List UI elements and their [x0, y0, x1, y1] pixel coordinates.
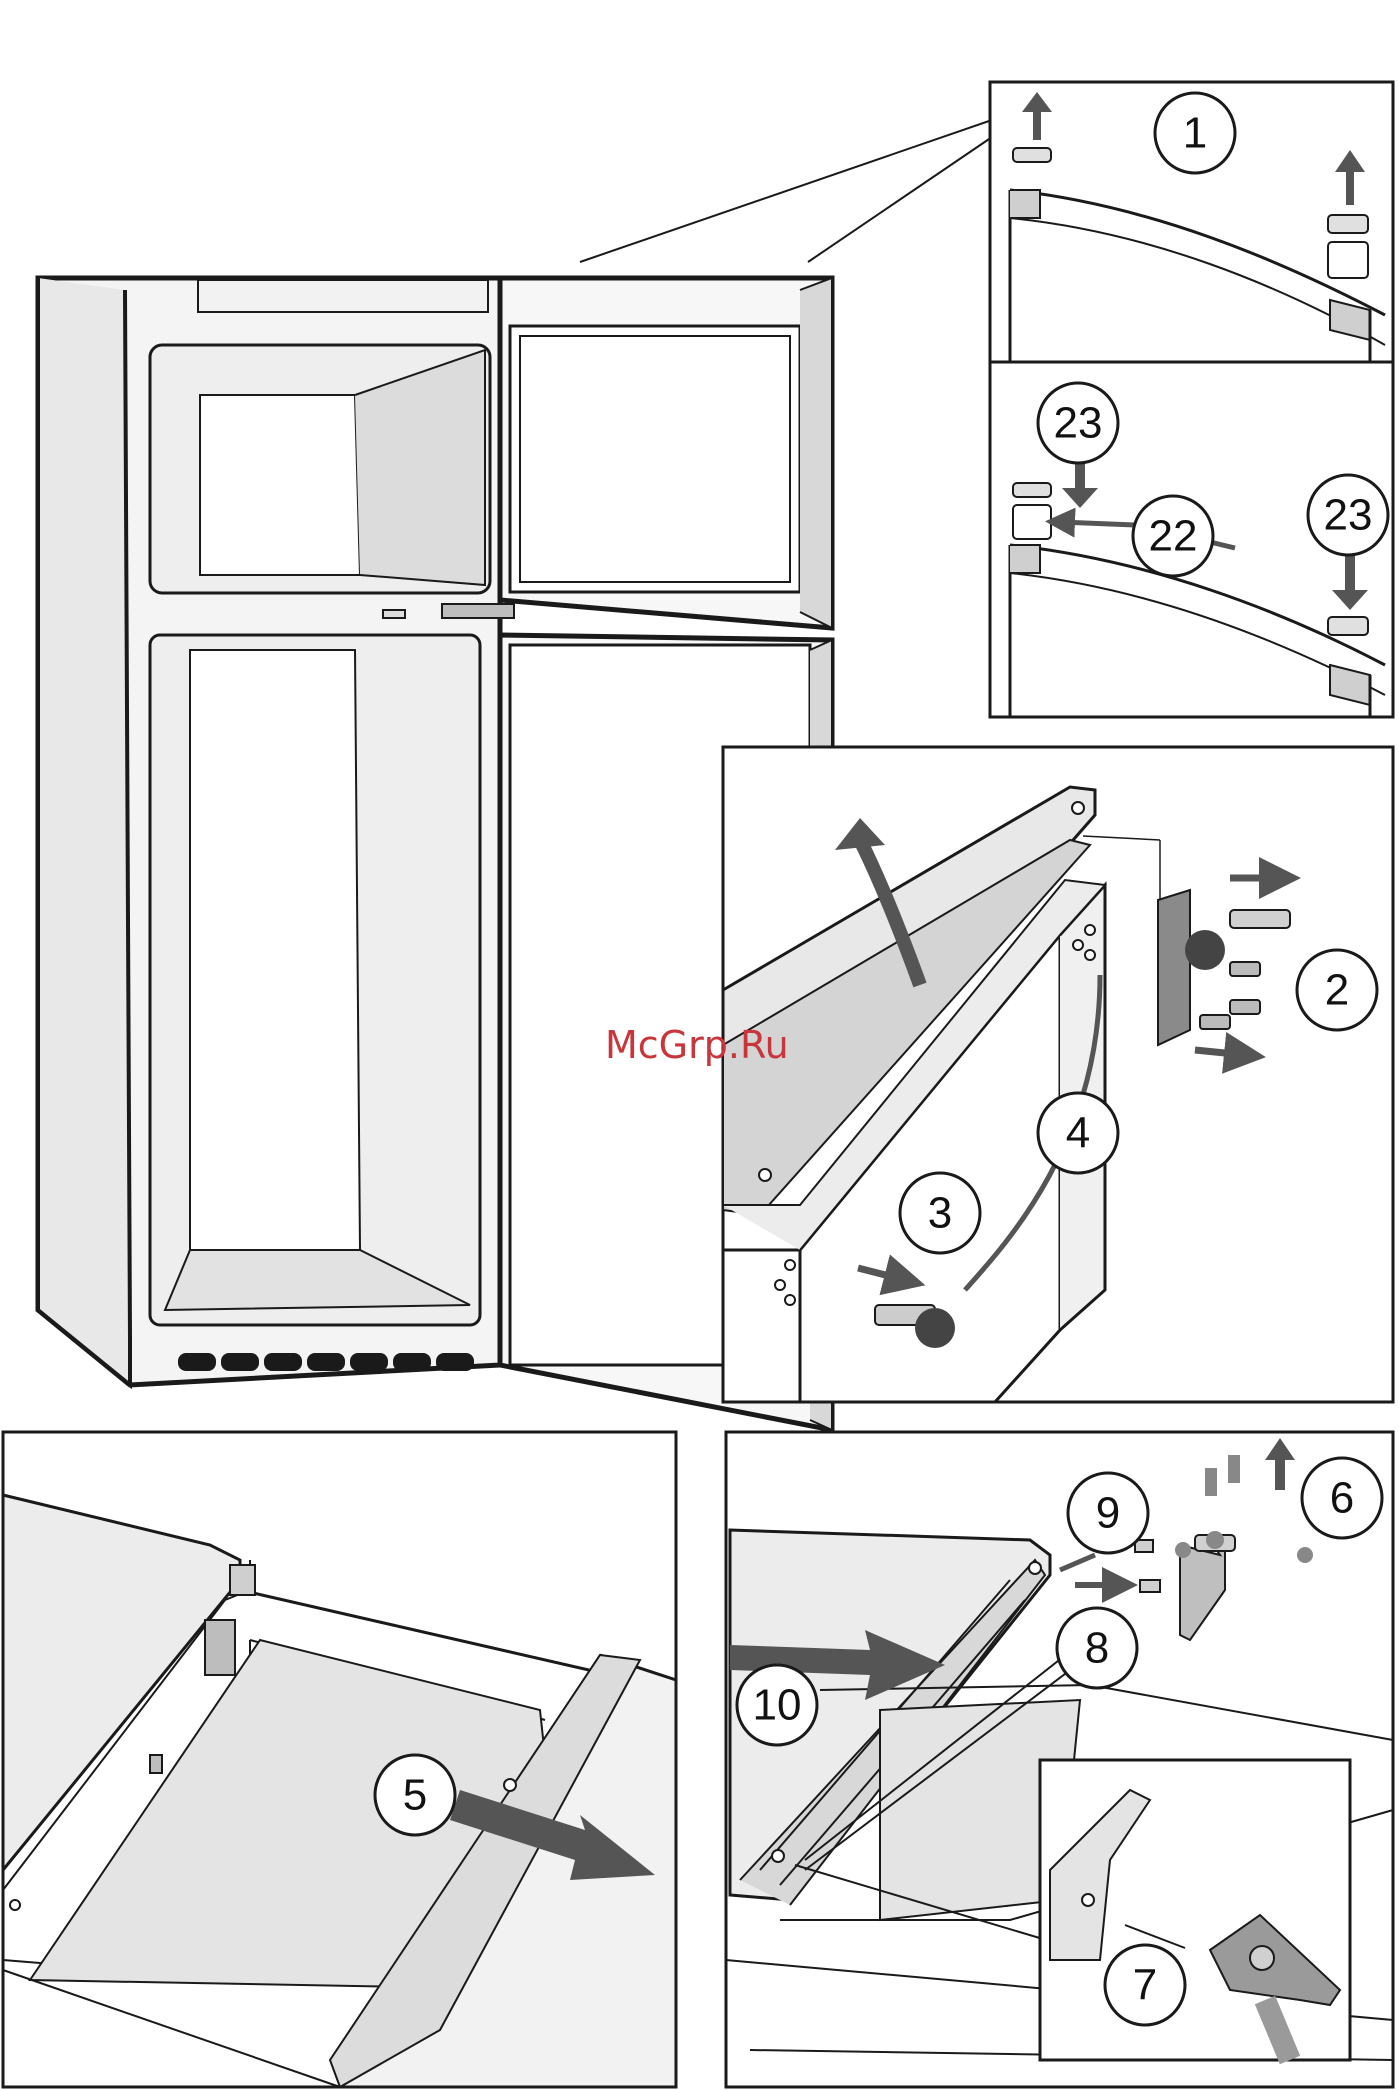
callout-22: 22 [1133, 496, 1213, 576]
callout-label: 1 [1183, 109, 1207, 158]
panel-step-2-3-4 [723, 747, 1393, 1402]
callout-4: 4 [1038, 1093, 1118, 1173]
callout-label: 9 [1096, 1489, 1120, 1538]
callout-label: 4 [1066, 1109, 1090, 1158]
callout-5: 5 [375, 1755, 455, 1835]
callout-label: 8 [1085, 1624, 1109, 1673]
panel-step-6-10 [726, 1432, 1393, 2087]
callout-1: 1 [1155, 93, 1235, 173]
callout-7: 7 [1105, 1945, 1185, 2025]
callout-2: 2 [1297, 950, 1377, 1030]
callout-label: 2 [1325, 966, 1349, 1015]
callout-3: 3 [900, 1173, 980, 1253]
callout-label: 22 [1149, 512, 1198, 561]
callout-6: 6 [1302, 1458, 1382, 1538]
watermark-text: McGrp.Ru [605, 1023, 789, 1067]
panel-step-5 [3, 1432, 676, 2087]
callout-label: 5 [403, 1771, 427, 1820]
callout-label: 23 [1324, 491, 1373, 540]
callout-23-left: 23 [1038, 383, 1118, 463]
callout-label: 10 [753, 1681, 802, 1730]
callout-label: 3 [928, 1189, 952, 1238]
callout-label: 7 [1133, 1961, 1157, 2010]
callout-9: 9 [1068, 1473, 1148, 1553]
callout-label: 23 [1054, 399, 1103, 448]
callout-label: 6 [1330, 1474, 1354, 1523]
callout-10: 10 [737, 1665, 817, 1745]
callout-23-right: 23 [1308, 475, 1388, 555]
callout-8: 8 [1057, 1608, 1137, 1688]
